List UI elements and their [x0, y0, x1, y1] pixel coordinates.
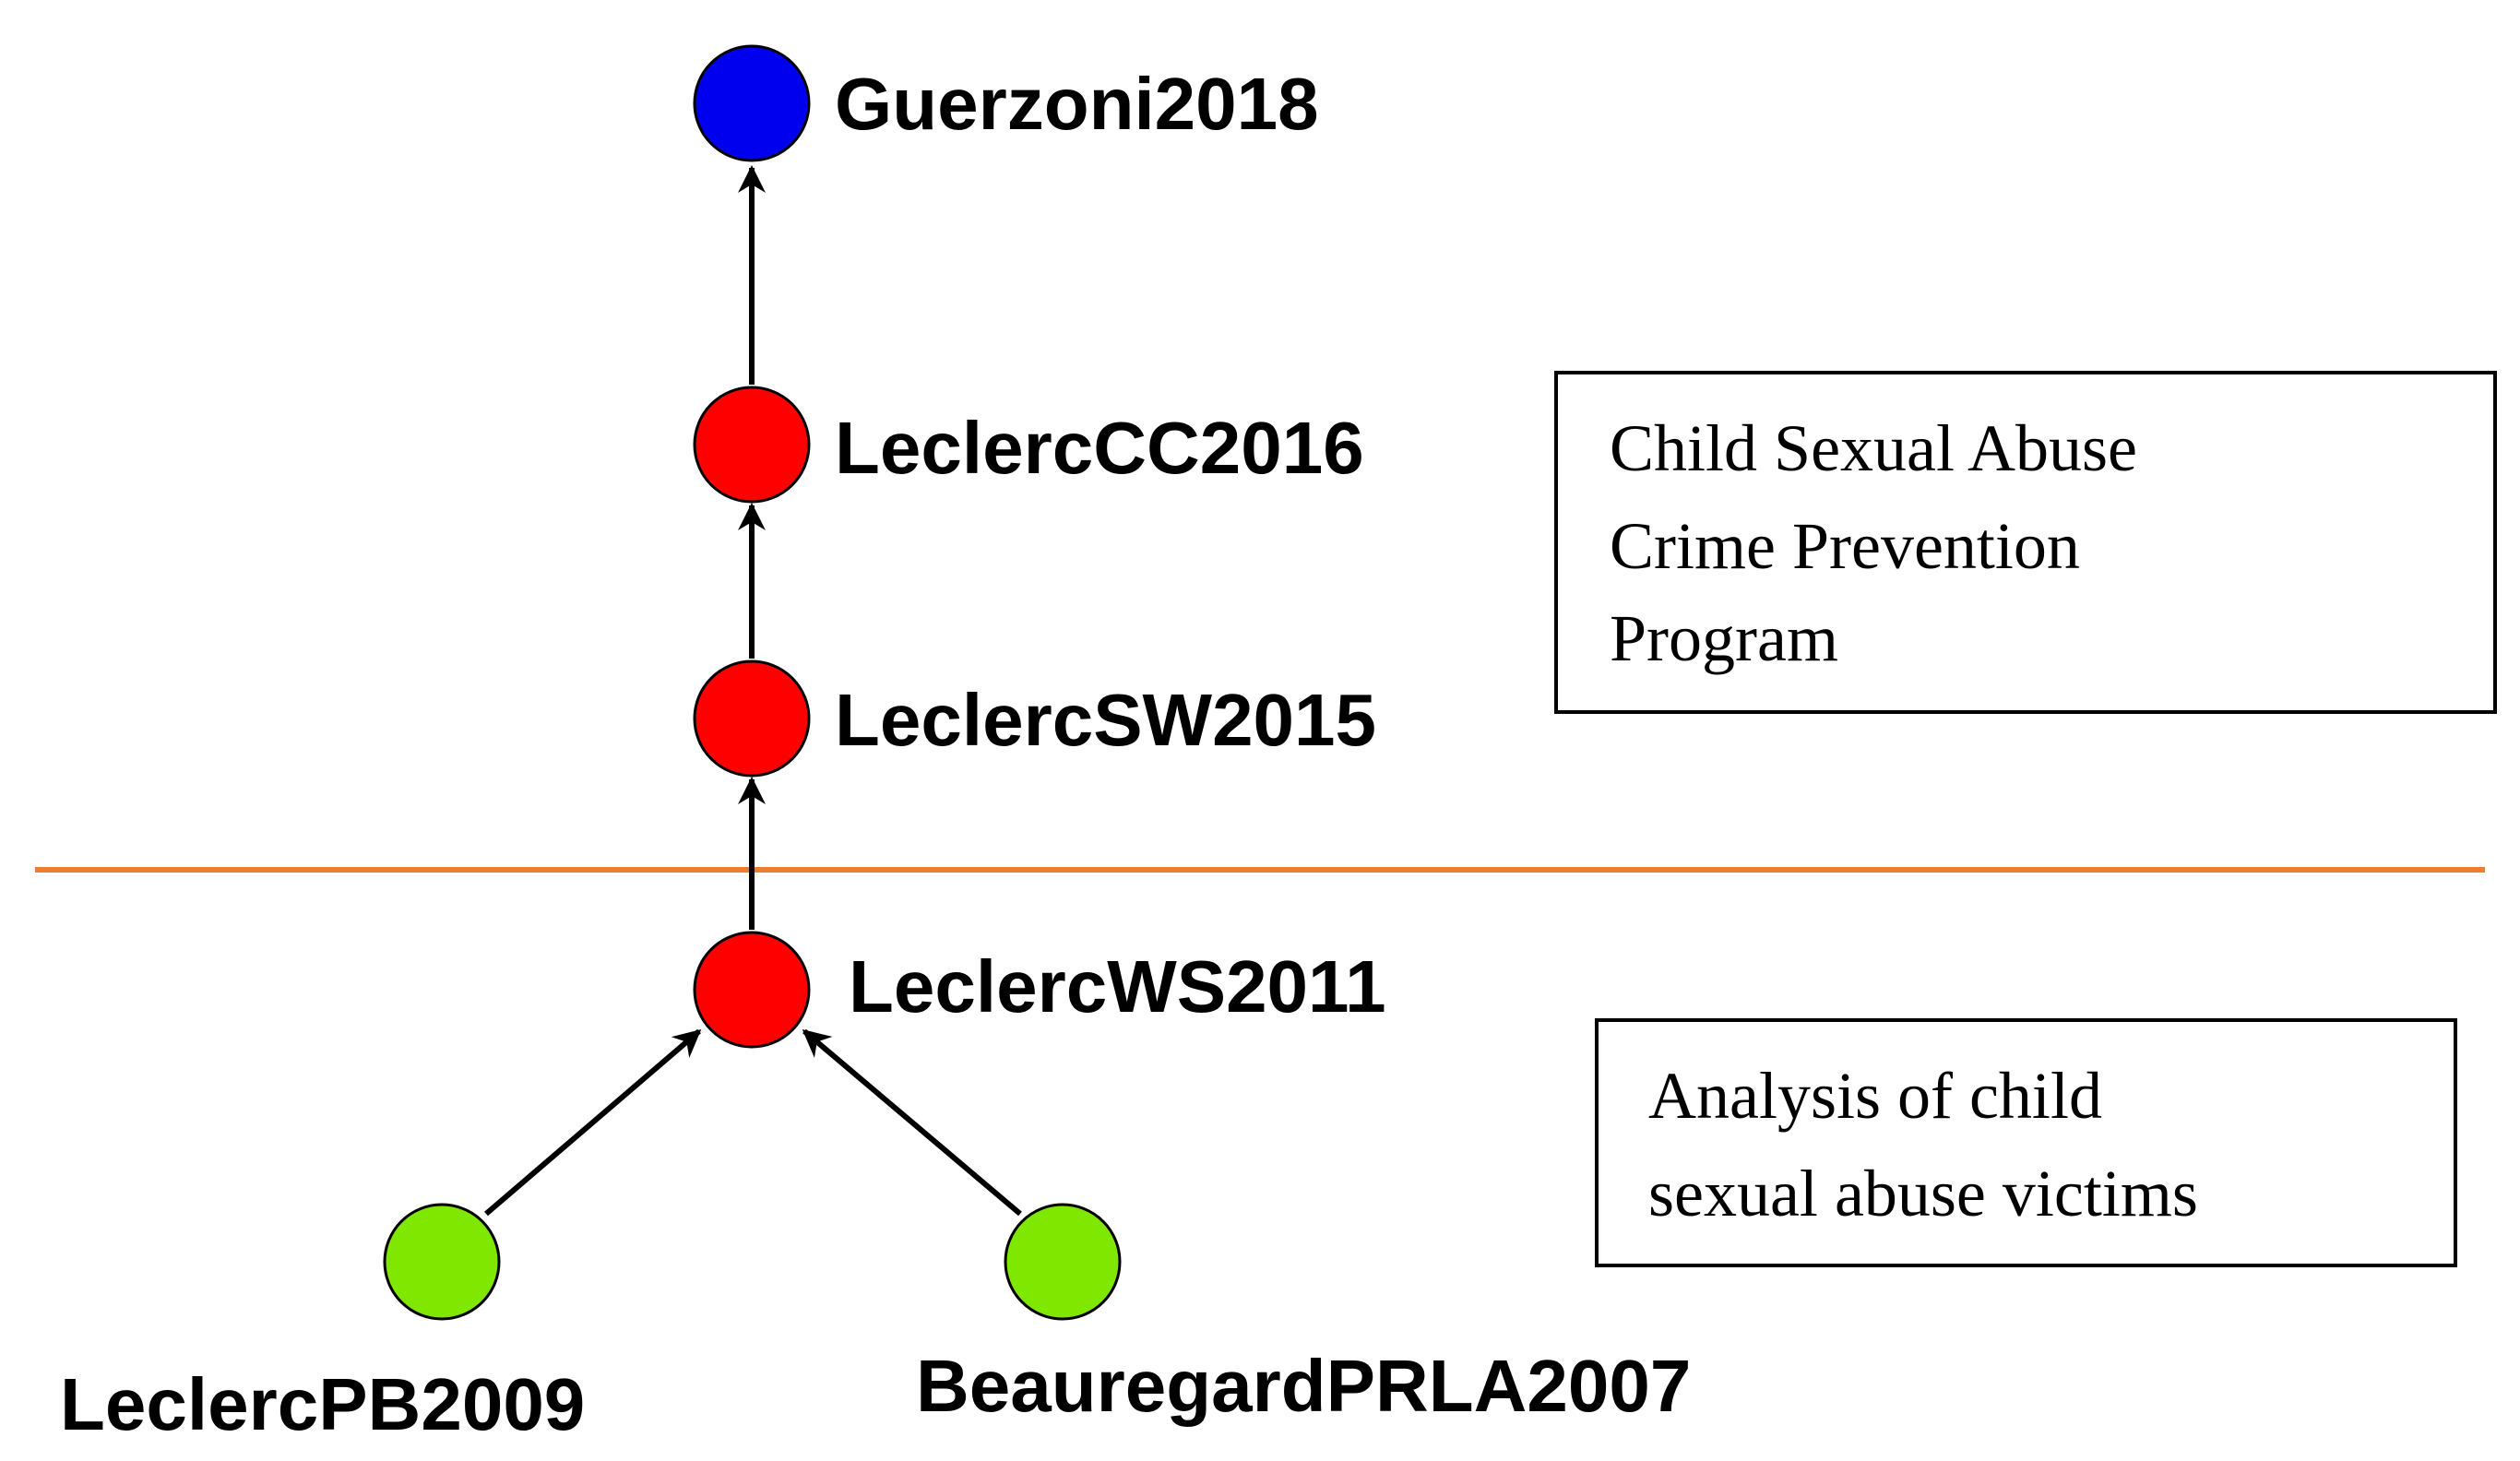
edge-beauregardprla2007-to-leclercws2011: [802, 1028, 1022, 1217]
label-leclerccc2016: LeclercCC2016: [835, 407, 1364, 489]
node-leclercpb2009[interactable]: [383, 1203, 501, 1321]
victims-box-line-2: sexual abuse victims: [1648, 1157, 2198, 1230]
label-leclercsw2015: LeclercSW2015: [835, 679, 1376, 761]
edge-leclercpb2009-to-leclercws2011: [484, 1028, 702, 1217]
prevention-program-box: Child Sexual Abuse Crime Prevention Prog…: [1554, 371, 2497, 714]
node-beauregardprla2007[interactable]: [1004, 1203, 1122, 1321]
prevention-box-line-3: Program: [1610, 601, 1838, 675]
label-leclercws2011: LeclercWS2011: [849, 945, 1386, 1027]
node-guerzoni2018[interactable]: [693, 44, 811, 162]
label-leclercpb2009: LeclercPB2009: [60, 1363, 585, 1445]
node-leclercws2011[interactable]: [693, 931, 811, 1049]
prevention-box-line-2: Crime Prevention: [1610, 509, 2080, 583]
victims-box-line-1: Analysis of child: [1648, 1059, 2102, 1133]
node-leclercsw2015[interactable]: [693, 659, 811, 778]
victims-analysis-box: Analysis of child sexual abuse victims: [1595, 1018, 2457, 1267]
label-guerzoni2018: Guerzoni2018: [835, 63, 1319, 145]
prevention-box-line-1: Child Sexual Abuse: [1610, 411, 2137, 485]
node-leclerccc2016[interactable]: [693, 386, 811, 504]
label-beauregardprla2007: BeauregardPRLA2007: [916, 1345, 1691, 1427]
